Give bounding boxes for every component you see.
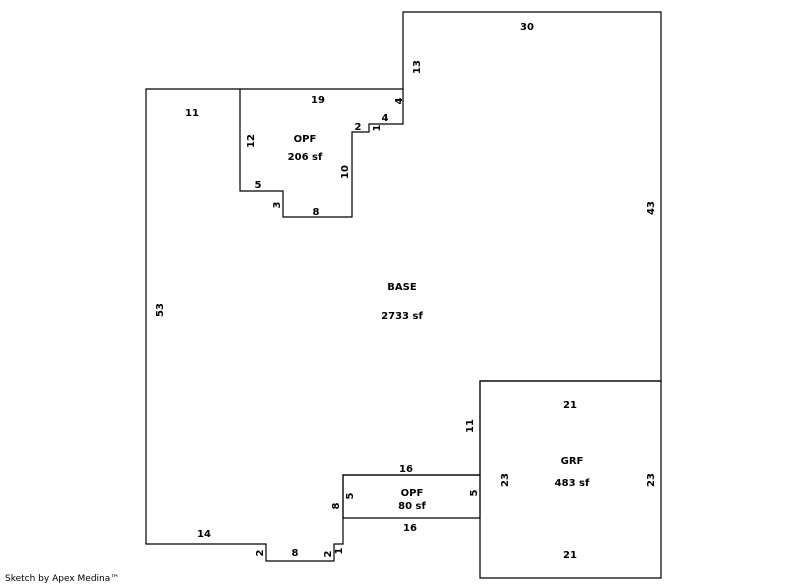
dim-base-bottom-step-1: 1 xyxy=(334,547,345,554)
dim-opf-upper-step-3: 3 xyxy=(272,201,283,208)
dim-base-notch-4b: 4 xyxy=(382,113,389,124)
dim-opf-upper-right: 10 xyxy=(340,165,351,179)
dim-grf-bottom: 21 xyxy=(563,550,577,561)
opf-upper-outline xyxy=(239,89,404,218)
sketch-credit: Sketch by Apex Medina™ xyxy=(5,574,120,584)
grf-outline xyxy=(479,380,662,579)
dim-base-bottom-step-8: 8 xyxy=(292,548,299,559)
dim-opf-upper-bottom: 8 xyxy=(313,207,320,218)
dim-base-notch-4a: 4 xyxy=(394,97,405,104)
opf-lower-area-size: 80 sf xyxy=(398,501,426,512)
dim-opf-lower-outer-8: 8 xyxy=(331,502,342,509)
base-area-name: BASE xyxy=(387,282,417,293)
base-area-size: 2733 sf xyxy=(381,311,423,322)
dim-grf-left: 23 xyxy=(500,473,511,487)
dim-base-bottom-step-2b: 2 xyxy=(323,550,334,557)
opf-lower-area-name: OPF xyxy=(401,488,424,499)
dim-base-inner-11: 11 xyxy=(465,419,476,433)
dim-opf-upper-left: 12 xyxy=(246,134,257,148)
dim-opf-lower-left: 5 xyxy=(345,492,356,499)
dim-opf-upper-top: 19 xyxy=(311,95,325,106)
dim-base-top-right: 30 xyxy=(520,22,534,33)
grf-area-name: GRF xyxy=(561,456,584,467)
dim-base-right: 43 xyxy=(646,201,657,215)
dim-base-notch-1: 1 xyxy=(372,124,383,131)
dim-grf-top: 21 xyxy=(563,400,577,411)
dim-base-notch-13: 13 xyxy=(412,60,423,74)
dim-base-bottom-step-2a: 2 xyxy=(255,549,266,556)
dim-base-bottom-left: 14 xyxy=(197,529,211,540)
dim-grf-right: 23 xyxy=(646,473,657,487)
dim-opf-lower-right: 5 xyxy=(469,489,480,496)
grf-area-size: 483 sf xyxy=(555,478,590,489)
dim-opf-upper-step-5: 5 xyxy=(255,180,262,191)
dim-opf-lower-top: 16 xyxy=(399,464,413,475)
dim-base-notch-2: 2 xyxy=(355,122,362,133)
dim-base-top-left: 11 xyxy=(185,108,199,119)
opf-upper-area-size: 206 sf xyxy=(288,152,323,163)
dim-opf-lower-bottom: 16 xyxy=(403,523,417,534)
dim-base-left: 53 xyxy=(155,303,166,317)
opf-upper-area-name: OPF xyxy=(294,134,317,145)
